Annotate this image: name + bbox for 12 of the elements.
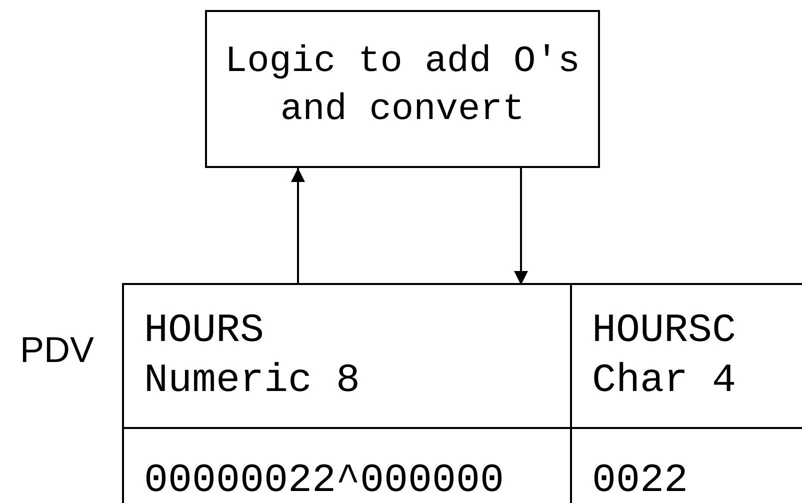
cell-value: 0022 bbox=[592, 458, 688, 503]
process-box bbox=[205, 10, 600, 168]
cell-value: 00000022^000000 bbox=[144, 458, 504, 503]
table-box bbox=[122, 283, 802, 503]
column-type: Numeric 8 bbox=[144, 358, 360, 406]
box-label: Logic to add O's and convert bbox=[224, 40, 582, 133]
column-name: HOURS bbox=[144, 308, 264, 356]
table-label: PDV bbox=[20, 330, 94, 370]
column-type: Char 4 bbox=[592, 358, 736, 406]
column-name: HOURSC bbox=[592, 308, 736, 356]
table-cell bbox=[570, 427, 802, 503]
arrow bbox=[514, 168, 528, 285]
